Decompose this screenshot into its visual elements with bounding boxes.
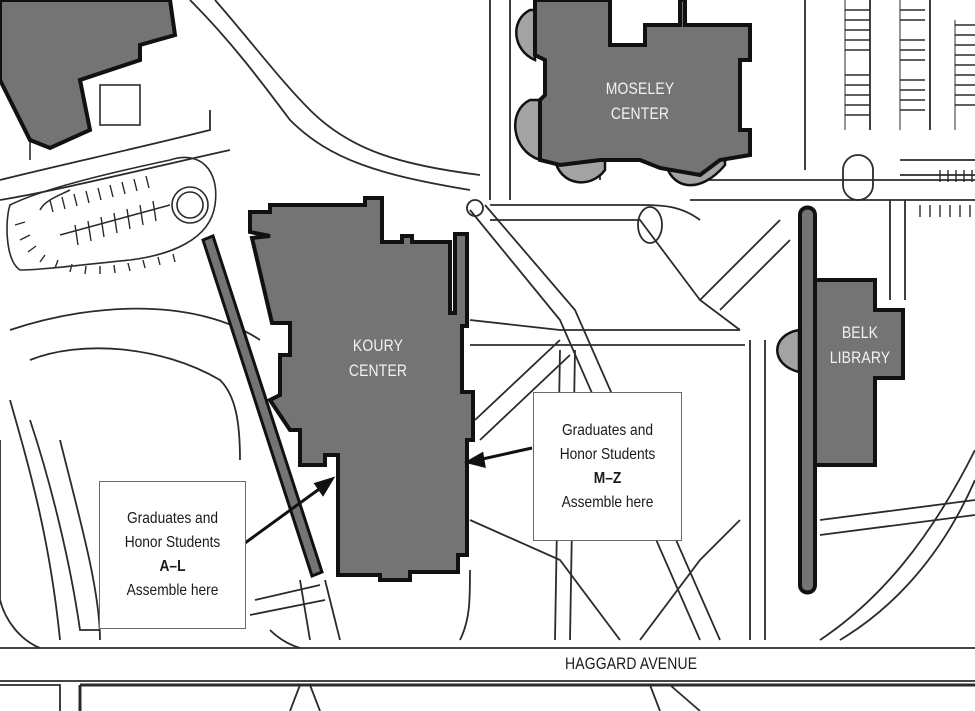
belk-annex (776, 328, 801, 374)
range-m-z: M–Z (593, 469, 622, 487)
label-belk-library: BELK LIBRARY (829, 323, 891, 367)
building-moseley-center (533, 0, 752, 178)
building-belk-library (813, 278, 905, 467)
building-top-left (0, 0, 178, 151)
street-haggard-avenue: HAGGARD AVENUE (565, 654, 698, 673)
building-koury-center (248, 196, 475, 582)
label-moseley-center: MOSELEY CENTER (605, 79, 675, 123)
belk-spine (798, 205, 817, 595)
parking-stalls-right (844, 0, 975, 217)
parking-stalls (14, 175, 176, 275)
label-koury-center: KOURY CENTER (348, 336, 408, 380)
range-a-l: A–L (159, 558, 186, 575)
callout-m-z: Graduates and Honor Students M–Z Assembl… (533, 392, 682, 541)
callout-arrows (244, 446, 533, 545)
callout-a-l: Graduates and Honor Students A–L Assembl… (99, 481, 246, 629)
koury-side-walkway (201, 234, 324, 578)
